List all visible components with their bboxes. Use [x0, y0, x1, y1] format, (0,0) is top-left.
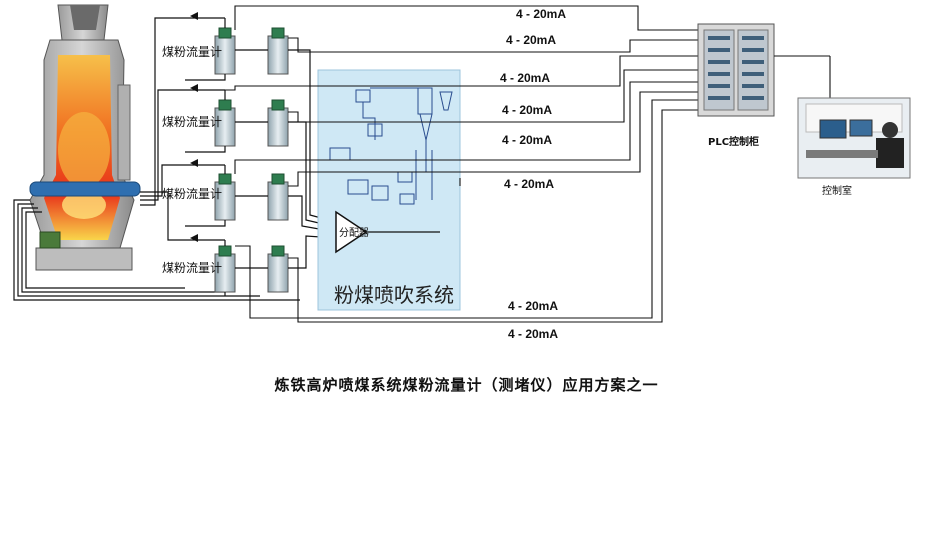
control-room-label: 控制室: [822, 184, 852, 197]
flow-meter-b1: [267, 27, 289, 75]
signal-label-group: 4 - 20mA 4 - 20mA 4 - 20mA 4 - 20mA 4 - …: [500, 7, 566, 341]
flow-meter-b4: [267, 245, 289, 293]
flow-meter-a3: [214, 173, 236, 221]
plc-cabinet: PLC控制柜: [697, 23, 775, 148]
coal-injection-system: 粉煤喷吹系统: [317, 69, 461, 311]
signal-label-4: 4 - 20mA: [502, 103, 552, 117]
meter-label-3: 煤粉流量计: [162, 187, 222, 201]
signal-label-5: 4 - 20mA: [502, 133, 552, 147]
meter-label-1: 煤粉流量计: [162, 45, 222, 59]
meter-label-4: 煤粉流量计: [162, 261, 222, 275]
flow-meter-b2: [267, 99, 289, 147]
signal-lines: [225, 5, 700, 323]
distributor-label: 分配器: [339, 227, 369, 239]
injection-system-label: 粉煤喷吹系统: [334, 283, 454, 307]
control-room: 控制室: [797, 97, 911, 197]
signal-label-8: 4 - 20mA: [508, 327, 558, 341]
plc-label: PLC控制柜: [708, 135, 759, 148]
signal-label-6: 4 - 20mA: [504, 177, 554, 191]
signal-label-7: 4 - 20mA: [508, 299, 558, 313]
diagram-caption: 炼铁高炉喷煤系统煤粉流量计（测堵仪）应用方案之一: [274, 376, 659, 394]
meter-label-group: 煤粉流量计 煤粉流量计 煤粉流量计 煤粉流量计: [162, 45, 222, 275]
signal-arrows: [190, 12, 198, 242]
blast-furnace: [29, 4, 141, 271]
flow-meter-group: [214, 27, 289, 293]
signal-label-3: 4 - 20mA: [500, 71, 550, 85]
distributor: 分配器: [335, 210, 440, 254]
signal-label-2: 4 - 20mA: [506, 33, 556, 47]
meter-pipes: [185, 18, 337, 296]
flow-meter-b3: [267, 173, 289, 221]
signal-label-1: 4 - 20mA: [516, 7, 566, 21]
meter-label-2: 煤粉流量计: [162, 115, 222, 129]
